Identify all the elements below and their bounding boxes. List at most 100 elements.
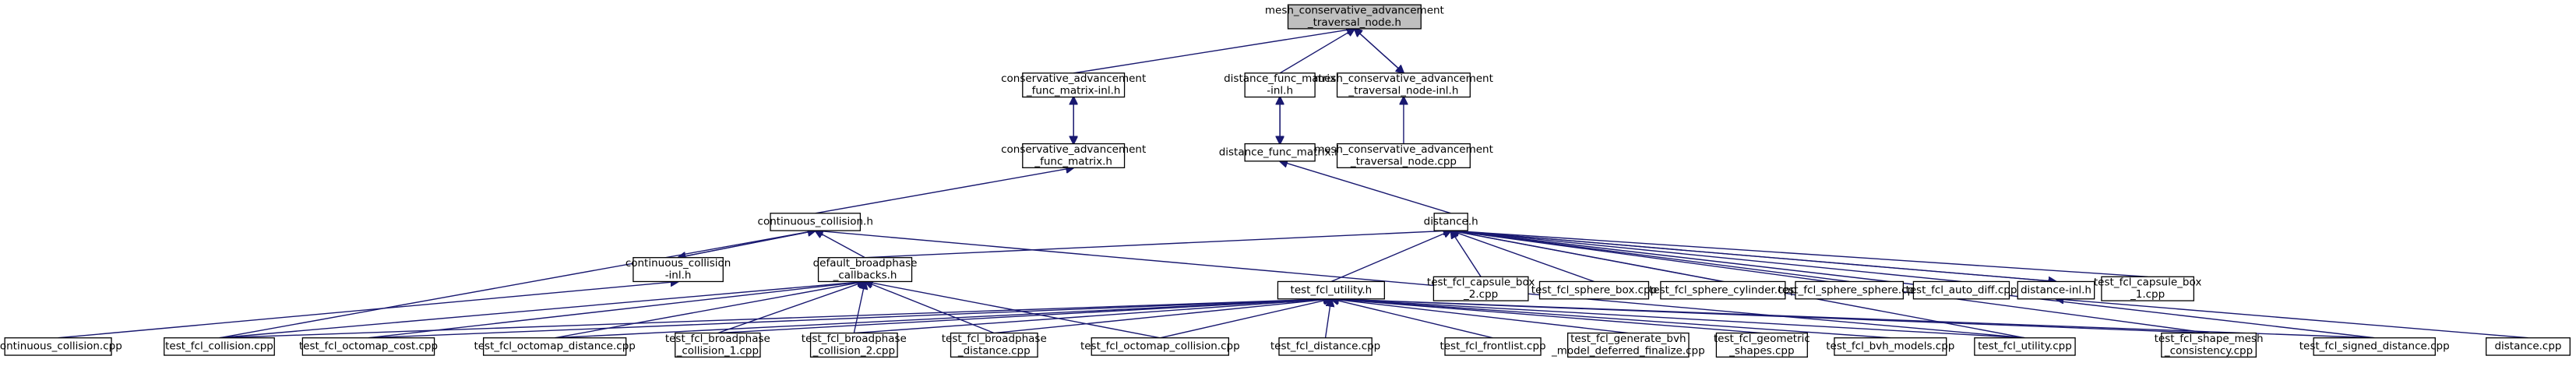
file-node[interactable]: test_fcl_shape_mesh_consistency.cpp [2155,332,2264,358]
include-edge [717,299,1331,334]
node-label: test_fcl_capsule_box [2094,277,2201,289]
node-box [301,337,435,356]
include-edge [1450,230,2056,281]
file-node[interactable]: test_fcl_capsule_box_2.cpp [1427,276,1535,301]
file-node[interactable]: test_fcl_utility.cpp [1974,337,2076,356]
include-edge [865,231,1451,259]
file-node[interactable]: test_fcl_octomap_collision.cpp [1080,337,1240,356]
include-edge [219,281,865,339]
include-edge [1451,231,2375,339]
file-node[interactable]: test_fcl_utility.h [1277,280,1385,300]
file-node[interactable]: distance.h [1424,213,1478,231]
file-node[interactable]: test_fcl_frontlist.cpp [1440,337,1546,356]
file-node[interactable]: test_fcl_sphere_sphere.cpp [1778,280,1921,300]
node-box [1974,337,2076,356]
node-label: test_fcl_shape_mesh [2155,333,2264,345]
file-node[interactable]: test_fcl_sphere_box.cpp [1531,280,1657,300]
file-node[interactable]: distance_func_matrix.h [1219,143,1341,162]
include-edge [1330,231,1451,283]
file-nodes: mesh_conservative_advancement_traversal_… [0,4,2571,358]
include-edge [1451,231,1595,283]
file-node[interactable]: conservative_advancement_func_matrix.h [1001,143,1146,168]
file-node[interactable]: distance-inl.h [2017,280,2095,300]
node-label: test_fcl_frontlist.cpp [1440,340,1545,353]
file-node[interactable]: mesh_conservative_advancement_traversal_… [1314,72,1493,98]
include-edge [854,299,1331,334]
node-label: test_fcl_octomap_distance.cpp [474,340,635,353]
node-label: test_fcl_sphere_sphere.cpp [1778,284,1921,296]
node-label: test_fcl_octomap_collision.cpp [1080,340,1240,353]
include-edge [1331,299,1629,334]
node-label: _callbacks.h [833,270,897,282]
node-label: test_fcl_broadphase [665,333,770,345]
node-label: test_fcl_signed_distance.cpp [2299,340,2450,353]
node-label: _collision_2.cpp [812,344,895,357]
node-label: -inl.h [1267,85,1293,97]
node-label: _2.cpp [1463,288,1498,301]
file-node[interactable]: test_fcl_sphere_cylinder.cpp [1649,280,1797,300]
file-node[interactable]: test_fcl_bvh_models.cpp [1826,337,1954,356]
file-node[interactable]: mesh_conservative_advancement_traversal_… [1265,4,1444,30]
node-label: test_fcl_utility.h [1291,284,1373,296]
file-node[interactable]: continuous_collision.h [758,213,873,231]
node-box [164,337,275,356]
node-box [770,213,862,231]
node-box [1660,280,1786,300]
file-node[interactable]: distance_func_matrix-inl.h [1224,72,1336,98]
node-label: distance-inl.h [2021,284,2091,296]
node-box [4,337,112,356]
file-node[interactable]: conservative_advancement_func_matrix-inl… [1001,72,1146,98]
include-edge [219,299,1330,339]
node-box [675,332,761,358]
node-box [1091,337,1230,356]
file-node[interactable]: default_broadphase_callbacks.h [813,257,918,283]
node-box [1244,72,1316,98]
node-label: _func_matrix.h [1034,155,1112,167]
include-edge [219,231,815,339]
file-node[interactable]: test_fcl_distance.cpp [1270,337,1380,356]
node-box [1277,280,1385,300]
node-box [482,337,627,356]
file-node[interactable]: test_fcl_signed_distance.cpp [2299,337,2450,356]
file-node[interactable]: test_fcl_geometric_shapes.cpp [1714,332,1810,358]
node-label: default_broadphase [813,257,918,270]
file-node[interactable]: test_fcl_auto_diff.cpp [1905,280,2017,300]
file-node[interactable]: test_fcl_generate_bvh_model_deferred_fin… [1551,332,1705,358]
include-edge [368,299,1331,339]
node-label: test_fcl_generate_bvh [1570,333,1686,345]
node-box [1433,213,1468,231]
node-label: distance_func_matrix.h [1219,146,1341,158]
include-edge [1451,231,1961,283]
node-label: conservative_advancement [1001,143,1146,156]
node-label: _traversal_node-inl.h [1348,85,1458,97]
node-label: _shapes.cpp [1728,344,1794,357]
node-box [1336,72,1471,98]
file-node[interactable]: test_fcl_capsule_box_1.cpp [2094,276,2201,301]
node-box [1432,276,1529,301]
node-label: _func_matrix-inl.h [1026,85,1121,97]
include-edge [1331,299,2375,339]
include-edge [555,299,1331,339]
node-label: test_fcl_sphere_cylinder.cpp [1649,284,1797,296]
file-node[interactable]: continuous_collision-inl.h [625,257,731,283]
node-box [1795,280,1904,300]
file-node[interactable]: test_fcl_octomap_cost.cpp [299,337,438,356]
include-edge [1331,299,1762,334]
file-node[interactable]: test_fcl_octomap_distance.cpp [474,337,636,356]
file-node[interactable]: continuous_collision.cpp [0,337,122,356]
node-label: distance.cpp [2494,340,2561,353]
file-node[interactable]: test_fcl_broadphase_collision_2.cpp [802,332,907,358]
file-node[interactable]: test_fcl_broadphase_collision_1.cpp [665,332,770,358]
node-label: test_fcl_auto_diff.cpp [1905,284,2017,296]
include-edge [816,231,865,259]
include-edge [368,281,865,339]
file-node[interactable]: distance.cpp [2485,337,2571,356]
file-node[interactable]: mesh_conservative_advancement_traversal_… [1314,143,1493,168]
node-label: mesh_conservative_advancement [1314,72,1493,85]
include-edge [58,281,678,339]
node-label: test_fcl_collision.cpp [165,340,273,353]
file-node[interactable]: test_fcl_collision.cpp [164,337,275,356]
include-edge [815,167,1073,214]
include-edge [1324,299,1331,338]
file-node[interactable]: test_fcl_broadphase_distance.cpp [942,332,1047,358]
